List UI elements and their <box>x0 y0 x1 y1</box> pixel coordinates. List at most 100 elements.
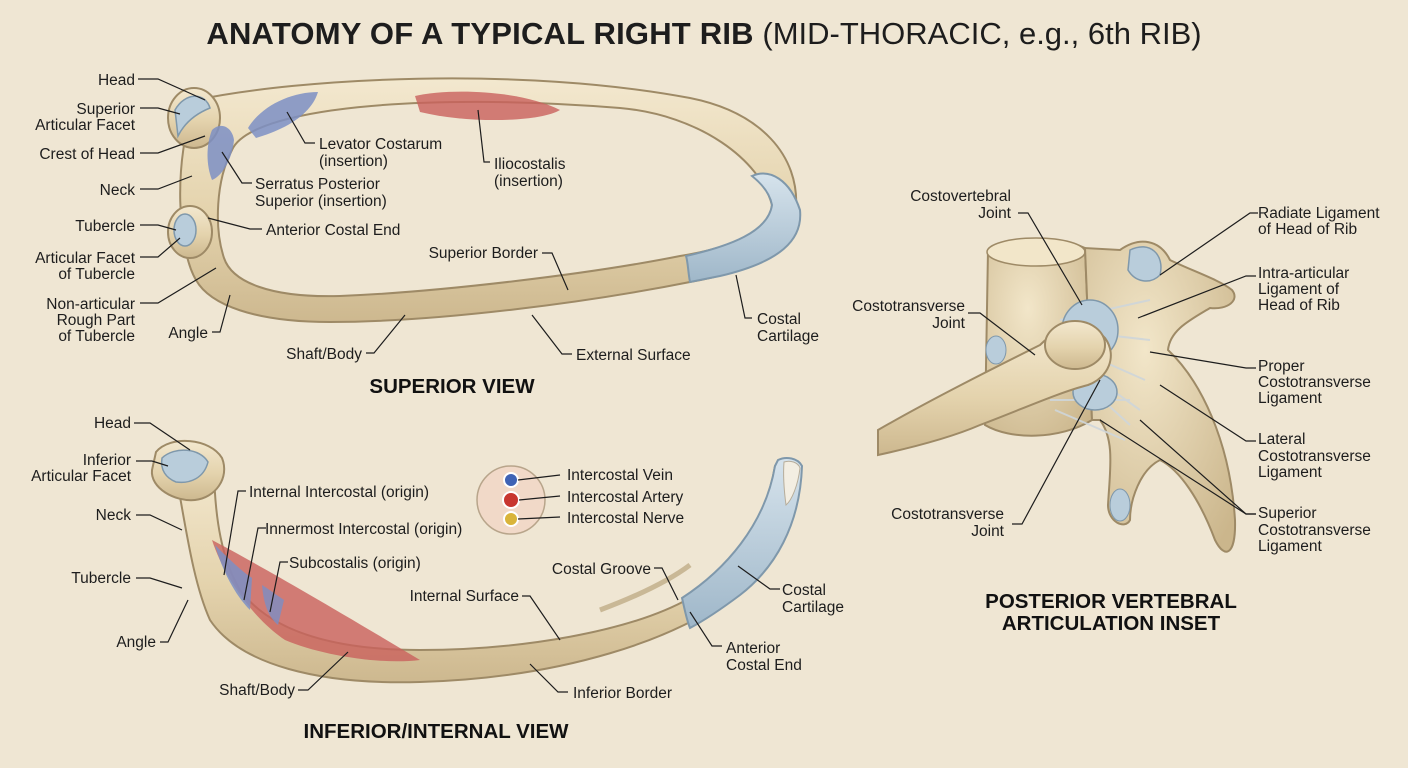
inset-label-lateral-1: Lateral <box>1258 431 1305 448</box>
label-crest-of-head: Crest of Head <box>39 146 135 163</box>
label-articular-facet-of-tubercle-1: Articular Facet <box>35 250 136 267</box>
inf-label-subcostalis: Subcostalis (origin) <box>289 555 421 572</box>
inf-label-internal-surface: Internal Surface <box>410 588 519 605</box>
inset-label-radiate-1: Radiate Ligament <box>1258 205 1380 222</box>
subcostalis-area <box>262 585 284 625</box>
levator-costarum-area <box>248 92 318 138</box>
inf-label-anterior-costal-end-2: Costal End <box>726 657 802 674</box>
inf-label-inferior-articular-facet-2: Articular Facet <box>31 468 132 485</box>
inset-label-superior-3: Ligament <box>1258 538 1322 555</box>
inset-label-radiate-2: of Head of Rib <box>1258 221 1357 238</box>
inset-label-costotransverse-lower-2: Joint <box>971 523 1004 540</box>
label-external-surface: External Surface <box>576 347 691 364</box>
inset-leader-lines <box>968 212 1258 525</box>
inf-label-costal-cartilage-1: Costal <box>782 582 826 599</box>
costal-groove-shape <box>599 562 692 613</box>
facet-lower-right <box>1109 488 1131 522</box>
title-main: ANATOMY OF A TYPICAL RIGHT RIB <box>206 16 754 51</box>
iliocostalis-area <box>415 91 560 121</box>
title-sub: (MID-THORACIC, e.g., 6th RIB) <box>762 16 1202 51</box>
inf-label-intercostal-artery: Intercostal Artery <box>567 489 684 506</box>
inferior-view-heading: INFERIOR/INTERNAL VIEW <box>304 720 570 743</box>
serratus-posterior-area <box>207 125 234 180</box>
label-costal-cartilage-1: Costal <box>757 311 801 328</box>
inset-label-proper-2: Costotransverse <box>1258 374 1371 391</box>
inset-rib-head <box>1044 320 1106 370</box>
inf-label-internal-intercostal: Internal Intercostal (origin) <box>249 484 429 501</box>
inf-label-costal-groove: Costal Groove <box>552 561 651 578</box>
inferior-leader-lines <box>134 422 780 693</box>
inf-label-shaft-body: Shaft/Body <box>219 682 295 699</box>
innermost-intercostal-area <box>215 545 252 610</box>
superior-leader-lines <box>138 78 752 355</box>
radiate-ligament-shape <box>1127 246 1162 282</box>
inf-label-head: Head <box>94 415 131 432</box>
superior-articular-facet-shape <box>174 95 211 139</box>
inf-label-intercostal-vein: Intercostal Vein <box>567 467 673 484</box>
inf-label-angle: Angle <box>116 634 156 651</box>
label-iliocostalis-2: (insertion) <box>494 173 563 190</box>
inset-heading-1: POSTERIOR VERTEBRAL <box>985 590 1237 613</box>
inset-label-costotransverse-lower-1: Costotransverse <box>891 506 1004 523</box>
intercostal-bundle <box>476 465 546 535</box>
label-neck: Neck <box>100 182 136 199</box>
label-articular-facet-of-tubercle-2: of Tubercle <box>58 266 135 283</box>
label-costal-cartilage-2: Cartilage <box>757 328 819 345</box>
inferior-cartilage-end <box>783 460 801 506</box>
vertebral-body-top <box>986 237 1086 267</box>
label-non-articular-2: Rough Part <box>57 312 136 329</box>
label-superior-border: Superior Border <box>429 245 538 262</box>
label-non-articular-1: Non-articular <box>46 296 135 313</box>
intercostal-nerve-dot <box>503 511 519 527</box>
inset-heading-2: ARTICULATION INSET <box>1002 612 1221 635</box>
label-head: Head <box>98 72 135 89</box>
inset-label-superior-1: Superior <box>1258 505 1317 522</box>
inset-label-superior-2: Costotransverse <box>1258 522 1371 539</box>
label-levator-costarum-2: (insertion) <box>319 153 388 170</box>
inf-label-costal-cartilage-2: Cartilage <box>782 599 844 616</box>
inset-label-costovertebral-1: Costovertebral <box>910 188 1011 205</box>
facet-lower-left <box>985 335 1007 365</box>
inf-label-neck: Neck <box>96 507 132 524</box>
inf-label-anterior-costal-end-1: Anterior <box>726 640 780 657</box>
intercostal-vein-dot <box>503 472 519 488</box>
inset-label-costotransverse-upper-2: Joint <box>932 315 965 332</box>
inferior-articular-facet-shape <box>160 449 209 484</box>
label-anterior-costal-end: Anterior Costal End <box>266 222 400 239</box>
inf-label-inferior-articular-facet-1: Inferior <box>83 452 131 469</box>
inset-label-intra-articular-2: Ligament of <box>1258 281 1340 298</box>
inf-label-innermost-intercostal: Innermost Intercostal (origin) <box>265 521 462 538</box>
inferior-costal-cartilage <box>680 457 804 630</box>
diagram-title: ANATOMY OF A TYPICAL RIGHT RIB (MID-THOR… <box>0 14 1408 54</box>
inferior-view: Head Inferior Articular Facet Neck Tuber… <box>31 415 844 743</box>
inf-label-tubercle: Tubercle <box>71 570 131 587</box>
inset-label-costovertebral-2: Joint <box>978 205 1011 222</box>
label-serratus-2: Superior (insertion) <box>255 193 387 210</box>
inset-label-intra-articular-1: Intra-articular <box>1258 265 1349 282</box>
inset-label-proper-1: Proper <box>1258 358 1305 375</box>
inset-label-intra-articular-3: Head of Rib <box>1258 297 1340 314</box>
label-superior-articular-facet-1: Superior <box>76 101 135 118</box>
superior-tubercle-facet-shape <box>173 213 197 247</box>
label-serratus-1: Serratus Posterior <box>255 176 380 193</box>
intercostal-artery-dot <box>502 491 520 509</box>
label-non-articular-3: of Tubercle <box>58 328 135 345</box>
label-iliocostalis-1: Iliocostalis <box>494 156 566 173</box>
superior-view-heading: SUPERIOR VIEW <box>369 375 535 398</box>
inset-label-proper-3: Ligament <box>1258 390 1322 407</box>
superior-view: Head Superior Articular Facet Crest of H… <box>35 72 819 398</box>
label-shaft-body: Shaft/Body <box>286 346 362 363</box>
label-angle: Angle <box>168 325 208 342</box>
inset-label-lateral-2: Costotransverse <box>1258 448 1371 465</box>
label-superior-articular-facet-2: Articular Facet <box>35 117 136 134</box>
inf-label-inferior-border: Inferior Border <box>573 685 672 702</box>
vertebral-processes <box>1083 240 1237 553</box>
internal-intercostal-area <box>212 540 420 662</box>
label-tubercle: Tubercle <box>75 218 135 235</box>
inset-label-costotransverse-upper-1: Costotransverse <box>852 298 965 315</box>
label-levator-costarum-1: Levator Costarum <box>319 136 442 153</box>
superior-costal-cartilage <box>684 172 802 284</box>
inset-label-lateral-3: Ligament <box>1258 464 1322 481</box>
inf-label-intercostal-nerve: Intercostal Nerve <box>567 510 684 527</box>
